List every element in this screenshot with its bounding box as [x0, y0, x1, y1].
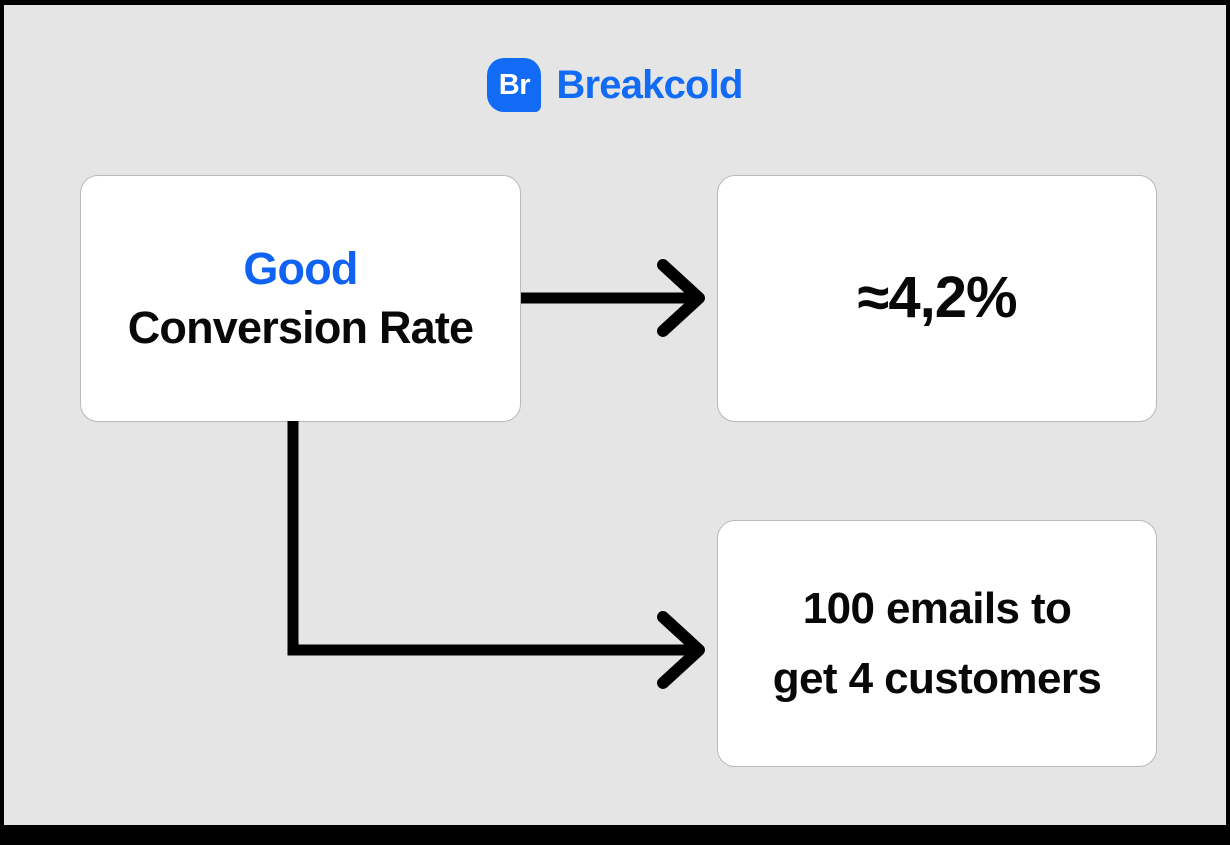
card-email-volume: 100 emails to get 4 customers: [717, 520, 1157, 767]
brand-wordmark: Breakcold: [556, 63, 743, 107]
brand-mark-label: Br: [498, 68, 531, 101]
card-rate-value: ≈4,2%: [717, 175, 1157, 422]
volume-line-1: 100 emails to: [802, 583, 1072, 633]
source-line-accent: Good: [243, 243, 358, 294]
source-line-label: Conversion Rate: [127, 301, 474, 353]
volume-line-2: get 4 customers: [772, 653, 1102, 703]
brand-header: Br Breakcold: [0, 53, 1230, 117]
breakcold-logo-icon: Br: [487, 58, 542, 112]
card-good-conversion-rate: Good Conversion Rate: [80, 175, 521, 422]
rate-value: ≈4,2%: [857, 265, 1017, 331]
